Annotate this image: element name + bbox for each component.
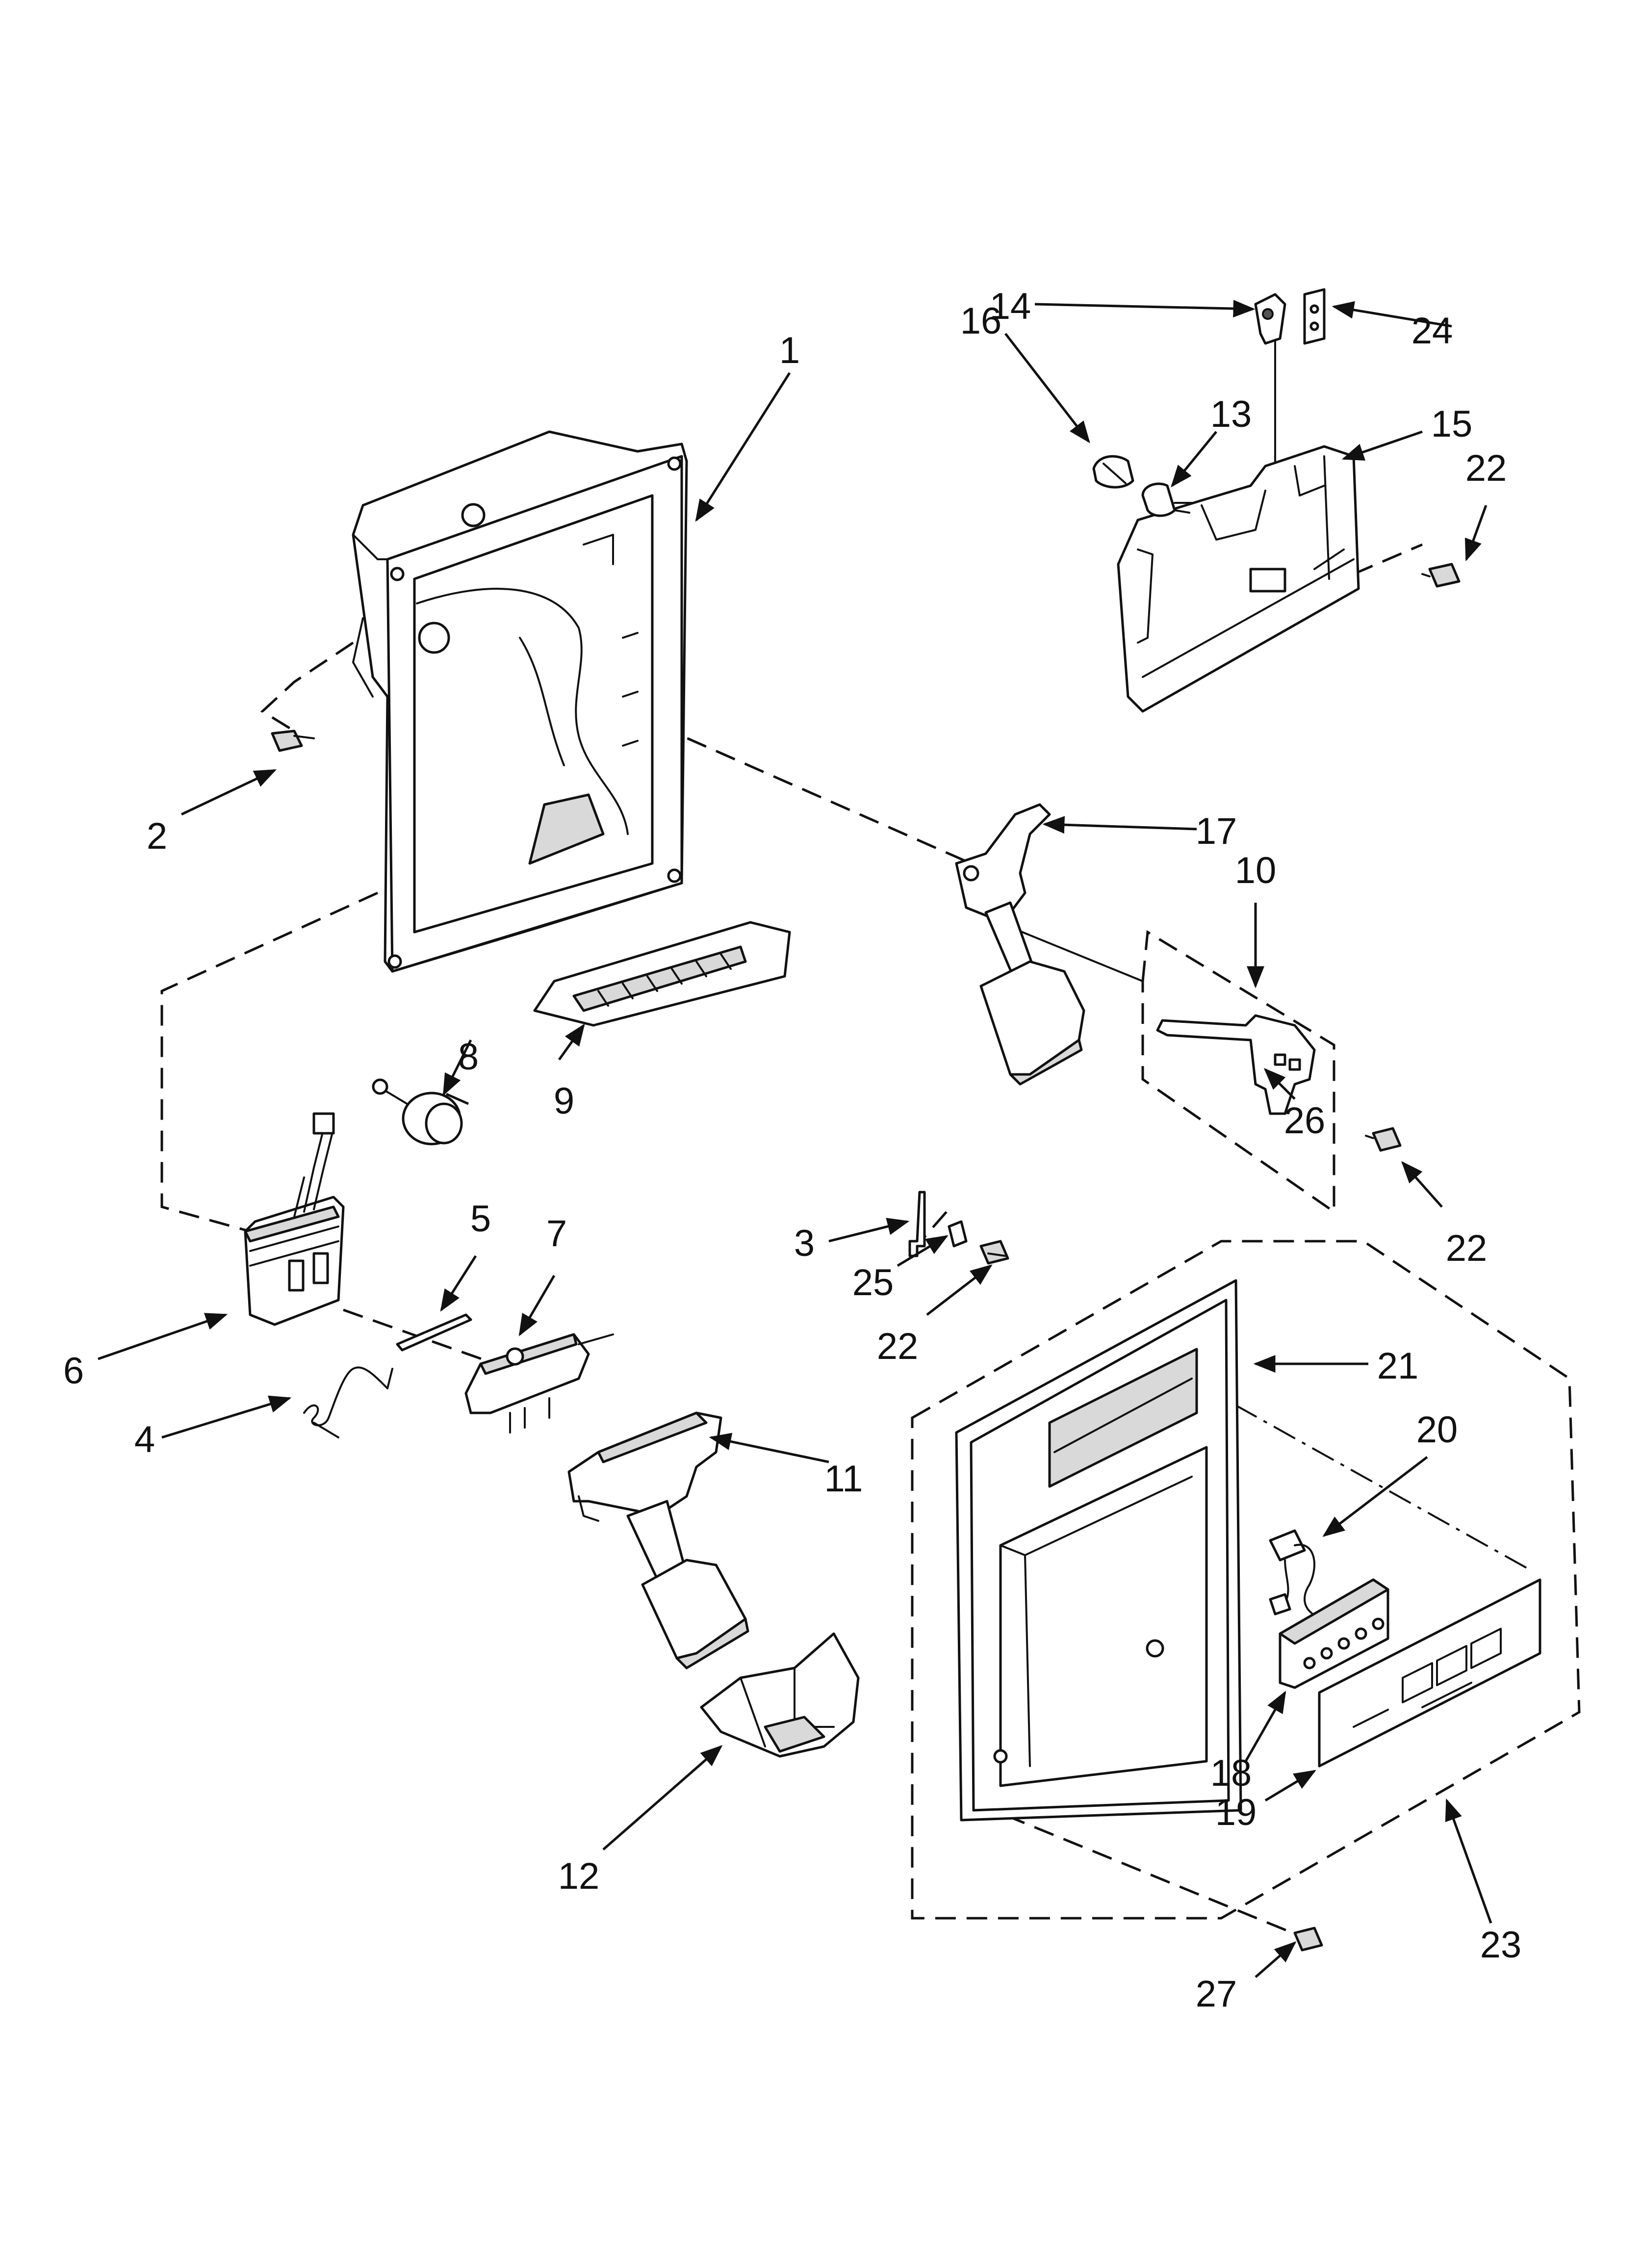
callout-3: 3 <box>794 1223 815 1264</box>
callout-21: 21 <box>1377 1345 1419 1387</box>
lever-bracket-part-7 <box>464 1333 614 1434</box>
callout-18: 18 <box>1210 1752 1252 1794</box>
callout-2: 2 <box>147 815 167 857</box>
switch-bracket-part-15 <box>1117 445 1360 713</box>
callout-11: 11 <box>824 1458 863 1500</box>
dispenser-housing-part-1 <box>352 430 688 973</box>
solenoid-block-part-6 <box>244 1112 345 1326</box>
callout-8: 8 <box>458 1036 479 1078</box>
callout-4: 4 <box>134 1419 155 1460</box>
spring-clip-part-3 <box>908 1191 926 1257</box>
overlay-part-19 <box>1318 1578 1541 1768</box>
callout-25: 25 <box>852 1262 894 1303</box>
retainer-part-25 <box>948 1220 968 1248</box>
callout-17: 17 <box>1196 810 1237 852</box>
callout-27: 27 <box>1196 1973 1237 2015</box>
dispenser-front-kit-part-23 <box>911 1240 1581 1920</box>
ice-paddle-part-17 <box>955 803 1085 1086</box>
callout-22-mid: 22 <box>877 1326 919 1367</box>
spring-part-4 <box>303 1366 393 1438</box>
lever-kit-part-10 <box>1141 930 1335 1214</box>
callout-10: 10 <box>1235 850 1277 891</box>
leader-lines <box>98 300 1492 1978</box>
screw-part-22-right <box>1365 1127 1402 1152</box>
callout-16: 16 <box>960 300 1002 342</box>
cam-part-8 <box>372 1078 463 1146</box>
callout-6: 6 <box>63 1350 84 1392</box>
microswitch-part-14 <box>1254 293 1286 345</box>
callout-24: 24 <box>1411 310 1453 352</box>
screw-part-2 <box>271 730 315 752</box>
lamp-part-16 <box>1092 455 1134 489</box>
callout-1: 1 <box>779 330 800 371</box>
callout-14: 14 <box>990 286 1031 327</box>
drip-tray-part-12 <box>700 1632 860 1758</box>
pin-part-5 <box>396 1313 472 1352</box>
callout-22-top: 22 <box>1465 447 1507 489</box>
control-board-part-18 <box>1279 1578 1389 1689</box>
water-paddle-part-11 <box>567 1411 749 1669</box>
screw-part-22-mid <box>979 1240 1009 1265</box>
callout-19: 19 <box>1215 1792 1257 1833</box>
screw-part-22-top <box>1421 563 1461 588</box>
callout-12: 12 <box>558 1855 600 1897</box>
callout-15: 15 <box>1431 403 1473 445</box>
callout-7: 7 <box>546 1213 567 1254</box>
callout-23: 23 <box>1480 1924 1522 1966</box>
callout-labels: 1 2 3 4 5 6 7 8 9 10 11 12 13 14 15 16 1… <box>63 286 1521 2015</box>
dispenser-front-part-21 <box>955 1279 1242 1822</box>
callout-22-right: 22 <box>1446 1227 1488 1269</box>
lamp-socket-part-13 <box>1141 482 1193 517</box>
callout-26: 26 <box>1284 1100 1326 1142</box>
screw-part-27 <box>1293 1927 1323 1952</box>
callout-20: 20 <box>1416 1409 1458 1451</box>
callout-5: 5 <box>470 1198 491 1240</box>
callout-13: 13 <box>1210 393 1252 435</box>
insulator-part-24 <box>1303 288 1326 345</box>
callout-9: 9 <box>554 1080 574 1122</box>
ice-guide-part-9 <box>533 921 791 1027</box>
